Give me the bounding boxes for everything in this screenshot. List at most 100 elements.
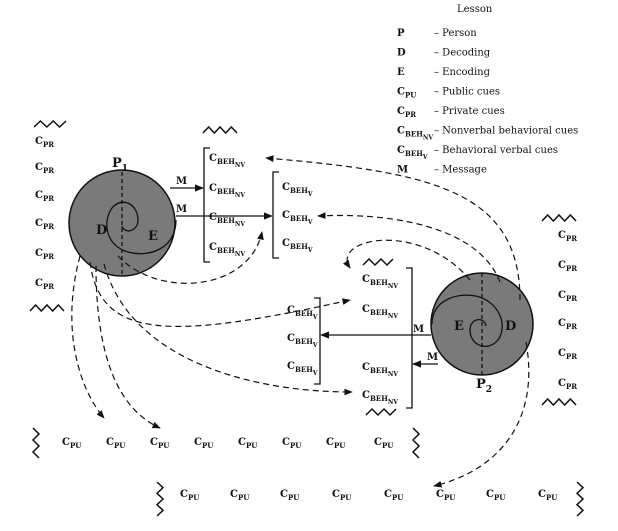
zigzag-mark (575, 481, 585, 517)
public-cue-label: CPU (384, 489, 403, 502)
zigzag-mark (411, 427, 421, 459)
zigzag-mark (31, 427, 41, 459)
nonverbal-behavioral-cue-label: CBEHNV (362, 390, 398, 406)
zigzag-marks (29, 119, 585, 517)
bracket-p1-verbal (272, 171, 279, 259)
private-cue-label: CPR (558, 318, 577, 331)
zigzag-mark (541, 397, 577, 407)
public-cue-label: CPU (282, 437, 301, 450)
public-cue-label: CPU (538, 489, 557, 502)
cue-labels: CPRCPRCPRCPRCPRCPRCPRCPRCPRCPRCPRCPRCBEH… (35, 136, 577, 502)
nonverbal-behavioral-cue-label: CBEHNV (209, 242, 245, 258)
public-cue-label: CPU (374, 437, 393, 450)
person-1: P1 D E (68, 156, 177, 277)
legend-key: D (397, 48, 406, 59)
message-label: M (176, 204, 187, 215)
public-cue-label: CPU (194, 437, 213, 450)
message-label: M (413, 324, 424, 335)
private-cue-label: CPR (35, 278, 54, 291)
zigzag-mark (365, 407, 397, 417)
person-1-decoding-label: D (96, 223, 107, 238)
public-cue-label: CPU (62, 437, 81, 450)
private-cue-label: CPR (558, 348, 577, 361)
verbal-behavioral-cue-label: CBEHV (282, 238, 313, 254)
person-1-encoding-label: E (148, 229, 158, 244)
public-cue-label: CPU (486, 489, 505, 502)
nonverbal-behavioral-cue-label: CBEHNV (209, 183, 245, 199)
brackets (203, 147, 413, 409)
public-cue-label: CPU (326, 437, 345, 450)
legend-description: – Encoding (434, 67, 491, 78)
bracket-p2-verbal (314, 297, 321, 385)
path-p1-to-private (89, 261, 351, 328)
message-label: M (176, 176, 187, 187)
private-cue-label: CPR (558, 378, 577, 391)
legend-description: – Decoding (434, 48, 491, 59)
path-p1-loop (117, 231, 264, 284)
bracket-p1-nonverbal (203, 147, 210, 263)
path-p2-to-nonverbal (265, 155, 521, 301)
public-cue-label: CPU (280, 489, 299, 502)
person-2-label: P2 (476, 377, 492, 395)
legend-description: – Person (434, 28, 477, 39)
path-p1-to-public-2 (95, 265, 161, 429)
zigzag-mark (362, 257, 394, 267)
person-2-encoding-label: E (454, 319, 464, 334)
public-cue-label: CPU (150, 437, 169, 450)
feedback-paths (71, 155, 530, 488)
zigzag-mark (33, 119, 67, 129)
legend-description: – Public cues (434, 87, 500, 98)
nonverbal-behavioral-cue-label: CBEHNV (362, 362, 398, 378)
legend-key: M (397, 165, 408, 176)
nonverbal-behavioral-cue-label: CBEHNV (209, 153, 245, 169)
public-cue-label: CPU (436, 489, 455, 502)
zigzag-mark (202, 125, 238, 135)
nonverbal-behavioral-cue-label: CBEHNV (362, 304, 398, 320)
public-cue-label: CPU (332, 489, 351, 502)
legend-key: CBEHNV (397, 126, 433, 142)
zigzag-mark (29, 303, 65, 313)
person-2-decoding-label: D (505, 319, 516, 334)
legend-description: – Private cues (434, 106, 505, 117)
legend-description: – Message (434, 165, 487, 176)
message-labels: M M M M (176, 176, 438, 363)
verbal-behavioral-cue-label: CBEHV (282, 182, 313, 198)
path-p1-to-public-1 (71, 255, 105, 419)
legend-key: E (397, 67, 405, 78)
private-cue-label: CPR (558, 260, 577, 273)
legend-key: CPR (397, 106, 416, 119)
legend-title: Lesson (457, 4, 493, 15)
legend-description: – Nonverbal behavioral cues (434, 126, 578, 137)
message-label: M (427, 352, 438, 363)
person-1-label: P1 (112, 156, 128, 174)
person-2: P2 E D (430, 272, 534, 395)
verbal-behavioral-cue-label: CBEHV (282, 210, 313, 226)
person-2-spiral (431, 294, 503, 347)
path-p1-to-p2-nonverbal (103, 263, 353, 396)
bracket-p2-nonverbal (406, 267, 413, 409)
legend-key: P (397, 28, 405, 39)
private-cue-label: CPR (558, 290, 577, 303)
public-cue-label: CPU (106, 437, 125, 450)
message-arrows (170, 184, 438, 368)
legend-description: – Behavioral verbal cues (434, 145, 558, 156)
private-cue-label: CPR (35, 162, 54, 175)
private-cue-label: CPR (558, 230, 577, 243)
public-cue-label: CPU (238, 437, 257, 450)
private-cue-label: CPR (35, 136, 54, 149)
private-cue-label: CPR (35, 190, 54, 203)
legend-key: CBEHV (397, 145, 428, 161)
verbal-behavioral-cue-label: CBEHV (287, 333, 318, 349)
public-cue-label: CPU (180, 489, 199, 502)
public-cue-label: CPU (230, 489, 249, 502)
nonverbal-behavioral-cue-label: CBEHNV (209, 212, 245, 228)
private-cue-label: CPR (35, 218, 54, 231)
verbal-behavioral-cue-label: CBEHV (287, 305, 318, 321)
verbal-behavioral-cue-label: CBEHV (287, 361, 318, 377)
legend-key: CPU (397, 87, 416, 100)
path-p2-to-verbal (317, 212, 501, 283)
path-loop-p2-nonverbal (343, 239, 471, 281)
zigzag-mark (541, 213, 577, 223)
